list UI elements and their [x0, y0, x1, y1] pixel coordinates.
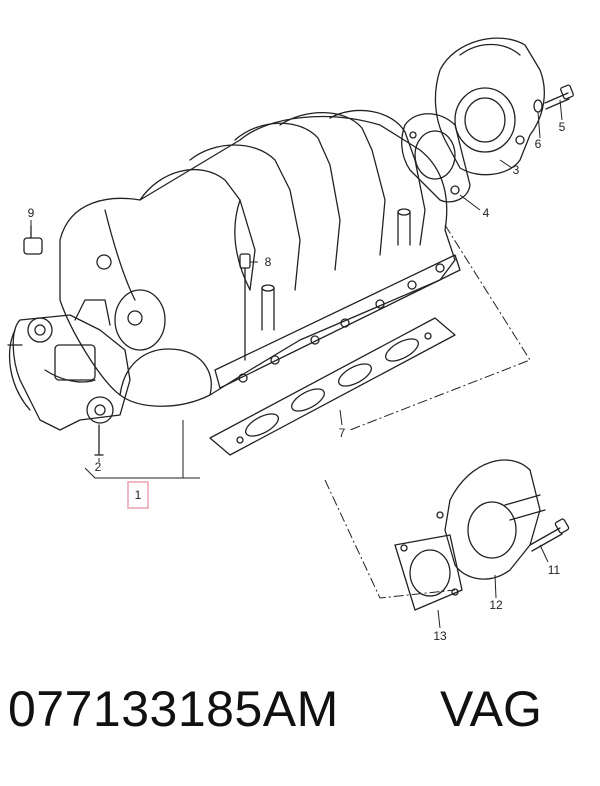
flange-housing-drawing: [436, 459, 546, 580]
washer-drawing: [533, 99, 543, 113]
bolt-drawing: [239, 253, 251, 361]
stud-drawing: [94, 424, 104, 456]
manifold-gasket-drawing: [209, 317, 456, 456]
callout-8: 8: [265, 255, 272, 269]
cap-drawing: [23, 225, 43, 255]
throttle-gasket-drawing: [401, 113, 471, 203]
callout-1: 1: [135, 488, 142, 502]
valve-assembly-drawing: [7, 299, 131, 431]
throttle-housing-drawing: [434, 37, 545, 176]
throttle-bolt-drawing: [544, 84, 574, 110]
assembly-line-upper: [349, 224, 531, 431]
callout-2: 2: [95, 460, 102, 474]
part-number: 077133185AM: [8, 681, 339, 737]
callout-1-highlight: [127, 481, 149, 509]
callout-6: 6: [535, 137, 542, 151]
intake-manifold-drawing: [59, 109, 461, 407]
callout-12: 12: [489, 598, 503, 612]
callout-5: 5: [559, 120, 566, 134]
exploded-parts-diagram: 1 2 3 4 5 6 7 8 9 11 12 13: [7, 37, 574, 643]
flange-gasket-drawing: [394, 534, 463, 611]
callout-13: 13: [433, 629, 447, 643]
callout-3: 3: [513, 163, 520, 177]
flange-bolt-drawing: [529, 518, 570, 552]
callout-4: 4: [483, 206, 490, 220]
callout-11: 11: [548, 563, 561, 577]
brand-name: VAG: [440, 681, 542, 737]
callout-9: 9: [28, 206, 35, 220]
callout-7: 7: [339, 426, 346, 440]
assembly-line-lower: [324, 479, 456, 599]
